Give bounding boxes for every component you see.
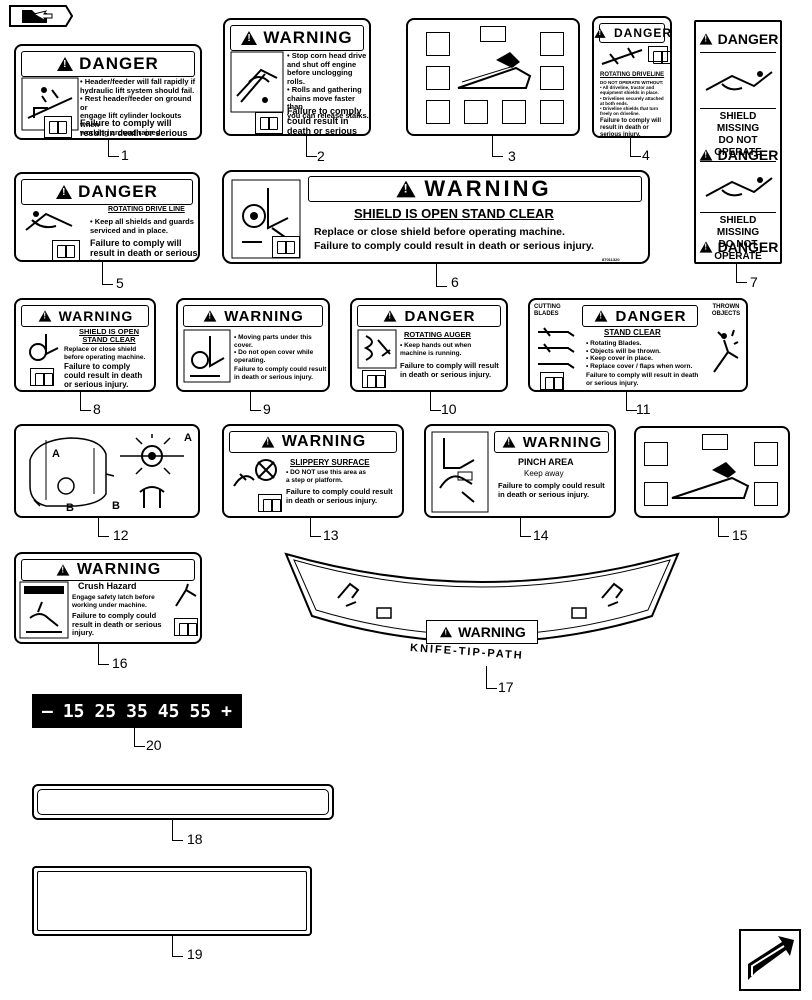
callout-4: 4 (642, 147, 650, 163)
header-silhouette-pictogram (457, 52, 532, 89)
manual-book-icon (272, 236, 300, 258)
callout-17: 17 (498, 679, 514, 695)
decal-14-warning-pinch: WARNING PINCH AREA Keep away Failure to … (424, 424, 616, 518)
gearbox-diagram (29, 434, 184, 508)
decal-20-scale-strip: – 15 25 35 45 55 + (32, 694, 242, 728)
callout-2: 2 (317, 148, 325, 164)
entanglement-pictogram (705, 177, 773, 197)
driveline-pictogram (601, 47, 643, 65)
manual-book-icon (648, 46, 670, 64)
warning-triangle-icon (241, 31, 258, 45)
callout-19: 19 (187, 946, 203, 962)
callout-8: 8 (93, 401, 101, 417)
decal-13-warning-slippery: WARNING SLIPPERY SURFACE • DO NOT use th… (222, 424, 404, 518)
callout-15: 15 (732, 527, 748, 543)
decal-5-danger-drive-line: DANGER ROTATING DRIVE LINE • Keep all sh… (14, 172, 200, 262)
decal-17-knife-tip-path (284, 552, 680, 643)
manual-book-icon (255, 112, 283, 134)
callout-3: 3 (508, 148, 516, 164)
thrown-objects-pictogram (713, 329, 739, 373)
decal-18-blank-strip (32, 784, 334, 820)
drive-line-pictogram (25, 211, 73, 231)
callout-9: 9 (263, 401, 271, 417)
shield-rotor-pictogram (29, 334, 59, 361)
entanglement-pictogram (705, 71, 773, 91)
corn-head-rolls-pictogram (230, 51, 284, 113)
decal-17-header: WARNING (426, 620, 538, 644)
decal-3-symbol-grid (406, 18, 580, 136)
decal-12-lubrication-diagram: A A B B (14, 424, 200, 518)
pinch-area-pictogram (431, 431, 489, 513)
manual-book-icon (44, 116, 72, 138)
next-page-arrow-icon[interactable] (738, 928, 802, 992)
decal-15-symbol-grid (634, 426, 790, 518)
manual-book-icon (30, 368, 54, 386)
decal-16-warning-crush: WARNING Crush Hazard Engage safety latch… (14, 552, 202, 644)
callout-10: 10 (441, 401, 457, 417)
callout-14: 14 (533, 527, 549, 543)
callout-5: 5 (116, 275, 124, 291)
manual-book-icon (258, 494, 282, 512)
header-silhouette-pictogram (671, 462, 750, 499)
decal-11-danger-stand-clear: CUTTING BLADES THROWN OBJECTS DANGER STA… (528, 298, 748, 392)
callout-1: 1 (121, 147, 129, 163)
cutting-blades-pictogram (538, 327, 575, 369)
callout-6: 6 (451, 274, 459, 290)
callout-11: 11 (636, 401, 651, 417)
crush-hazard-pictogram (19, 581, 69, 639)
callout-12: 12 (113, 527, 129, 543)
callout-18: 18 (187, 831, 203, 847)
callout-13: 13 (323, 527, 339, 543)
manual-book-icon (174, 618, 198, 636)
auger-hand-pictogram (357, 329, 397, 369)
folder-arrow-icon[interactable] (8, 4, 74, 28)
decal-9-warning-cover: WARNING • Moving parts under thiscover.•… (176, 298, 330, 392)
decal-1-danger-lift: DANGER • Header/feeder will fall rapidly… (14, 44, 202, 140)
decal-19-blank-plate (32, 866, 312, 936)
callout-7: 7 (750, 274, 758, 290)
slippery-surface-pictogram (233, 459, 277, 487)
callout-20: 20 (146, 737, 162, 753)
decal-10-danger-auger: DANGER ROTATING AUGER • Keep hands out w… (350, 298, 508, 392)
callout-16: 16 (112, 655, 128, 671)
manual-book-icon (362, 370, 386, 388)
manual-book-icon (540, 372, 564, 390)
warning-triangle-icon (57, 57, 74, 71)
cover-rotor-pictogram (183, 329, 231, 383)
manual-book-icon (52, 240, 80, 260)
decal-header: DANGER (21, 51, 195, 77)
safety-latch-pictogram (175, 583, 197, 607)
decal-4-danger-driveline: DANGER ROTATING DRIVELINE DO NOT OPERATE… (592, 16, 672, 138)
decal-6-shield-open: WARNING SHIELD IS OPEN STAND CLEAR Repla… (222, 170, 650, 264)
